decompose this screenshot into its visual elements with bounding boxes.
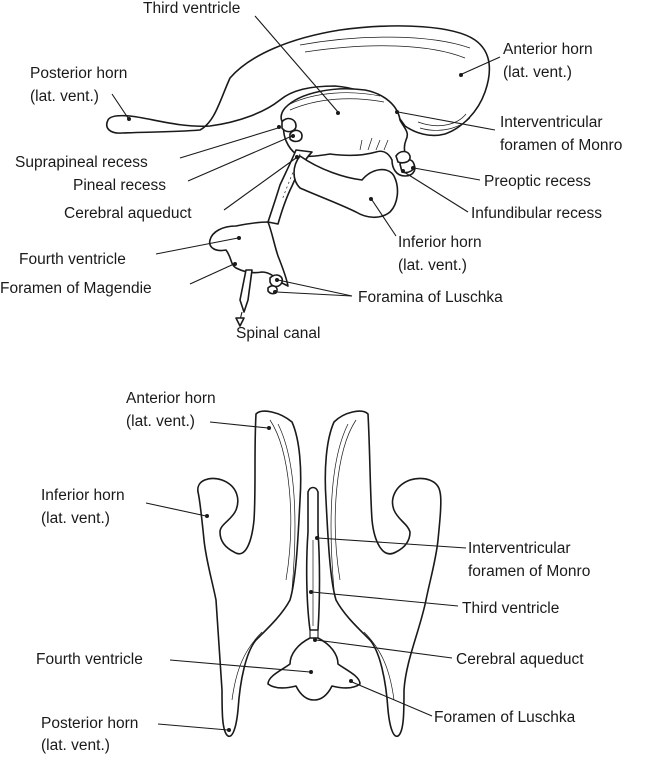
label-foramen-of-magendie: Foramen of Magendie	[0, 280, 152, 297]
label-posterior-horn-lateral-sub: (lat. vent.)	[30, 88, 99, 105]
label-posterior-horn-lateral: Posterior horn	[30, 65, 127, 82]
label-inferior-horn-superior: Inferior horn	[41, 487, 125, 504]
label-anterior-horn-lateral: Anterior horn	[503, 41, 593, 58]
label-inferior-horn-lateral: Inferior horn	[398, 234, 482, 251]
label-fourth-ventricle-lateral: Fourth ventricle	[19, 251, 126, 268]
label-infundibular-recess: Infundibular recess	[471, 205, 602, 222]
label-suprapineal-recess: Suprapineal recess	[15, 154, 148, 171]
label-anterior-horn-superior-sub: (lat. vent.)	[126, 413, 195, 430]
fourth-ventricle-superior-shape	[267, 637, 361, 701]
label-spinal-canal: Spinal canal	[236, 325, 320, 342]
label-cerebral-aqueduct-lateral: Cerebral aqueduct	[64, 205, 192, 222]
label-third-ventricle-lateral: Third ventricle	[143, 0, 240, 17]
label-anterior-horn-lateral-sub: (lat. vent.)	[503, 64, 572, 81]
label-anterior-horn-superior: Anterior horn	[126, 390, 216, 407]
label-fourth-ventricle-superior: Fourth ventricle	[36, 651, 143, 668]
inferior-horn-shape	[293, 155, 399, 219]
label-interventricular-foramen-superior: Interventricular	[468, 540, 571, 557]
label-pineal-recess: Pineal recess	[73, 177, 166, 194]
label-inferior-horn-superior-sub: (lat. vent.)	[41, 510, 110, 527]
label-posterior-horn-superior-sub: (lat. vent.)	[41, 737, 110, 754]
label-interventricular-foramen-superior-sub: foramen of Monro	[468, 563, 590, 580]
superior-view: Anterior horn (lat. vent.) Inferior horn…	[36, 390, 590, 754]
label-foramina-of-luschka: Foramina of Luschka	[358, 289, 503, 306]
lateral-view: Third ventricle Anterior horn (lat. vent…	[0, 0, 622, 342]
right-lateral-ventricle-shape	[324, 410, 442, 738]
fourth-ventricle-shape	[208, 221, 289, 287]
label-cerebral-aqueduct-superior: Cerebral aqueduct	[456, 651, 584, 668]
label-interventricular-foramen-lateral: Interventricular	[500, 114, 603, 131]
label-third-ventricle-superior: Third ventricle	[462, 600, 559, 617]
label-posterior-horn-superior: Posterior horn	[41, 715, 138, 732]
label-inferior-horn-lateral-sub: (lat. vent.)	[398, 257, 467, 274]
left-lateral-ventricle-shape	[197, 410, 302, 738]
label-interventricular-foramen-lateral-sub: foramen of Monro	[500, 137, 622, 154]
label-foramen-of-luschka: Foramen of Luschka	[434, 709, 576, 726]
label-preoptic-recess: Preoptic recess	[484, 173, 591, 190]
